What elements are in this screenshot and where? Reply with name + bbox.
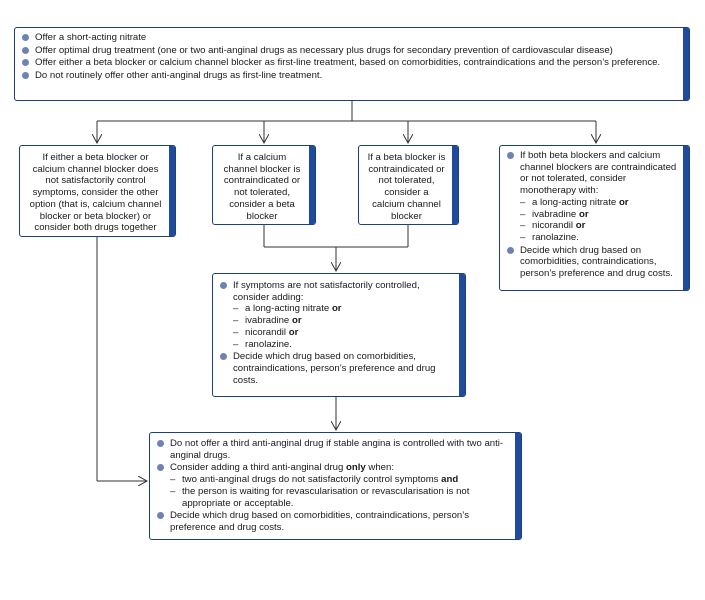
both-contraindicated-intro: If both beta blockers and calcium channe…	[506, 150, 677, 244]
consider-adding-intro: If symptoms are not satisfactorily contr…	[219, 280, 453, 350]
third-drug-box: Do not offer a third anti-anginal drug i…	[149, 432, 522, 540]
bb-contraindicated-text: If a beta blocker is contraindicated or …	[367, 152, 446, 222]
ccb-contraindicated-box: If a calcium channel blocker is contrain…	[212, 145, 316, 225]
third-drug-condition-not-controlled: two anti-anginal drugs do not satisfacto…	[170, 474, 509, 486]
ccb-contraindicated-text: If a calcium channel blocker is contrain…	[223, 152, 301, 222]
option-ivabradine: ivabradine or	[520, 209, 677, 221]
option-ivabradine: ivabradine or	[233, 315, 453, 327]
first-line-item: Offer a short-acting nitrate	[21, 32, 677, 44]
either-not-controlled-box: If either a beta blocker or calcium chan…	[19, 145, 176, 237]
consider-adding-decide: Decide which drug based on comorbidities…	[219, 351, 453, 386]
option-long-acting-nitrate: a long-acting nitrate or	[520, 197, 677, 209]
consider-adding-intro-text: If symptoms are not satisfactorily contr…	[233, 280, 420, 303]
consider-adding-box: If symptoms are not satisfactorily contr…	[212, 273, 466, 397]
both-contraindicated-box: If both beta blockers and calcium channe…	[499, 145, 690, 291]
first-line-treatment-box: Offer a short-acting nitrate Offer optim…	[14, 27, 690, 101]
either-not-controlled-text: If either a beta blocker or calcium chan…	[29, 152, 162, 234]
option-long-acting-nitrate: a long-acting nitrate or	[233, 303, 453, 315]
bb-contraindicated-box: If a beta blocker is contraindicated or …	[358, 145, 459, 225]
option-nicorandil: nicorandil or	[520, 220, 677, 232]
third-drug-item-do-not-offer: Do not offer a third anti-anginal drug i…	[156, 438, 509, 461]
third-drug-item-decide: Decide which drug based on comorbidities…	[156, 510, 509, 533]
both-contraindicated-intro-text: If both beta blockers and calcium channe…	[520, 150, 677, 197]
option-ranolazine: ranolazine.	[520, 232, 677, 244]
third-drug-condition-revascularisation: the person is waiting for revascularisat…	[170, 486, 509, 509]
both-contraindicated-decide: Decide which drug based on comorbidities…	[506, 245, 677, 280]
option-ranolazine: ranolazine.	[233, 339, 453, 351]
third-drug-item-consider: Consider adding a third anti-anginal dru…	[156, 462, 509, 509]
first-line-item: Do not routinely offer other anti-angina…	[21, 70, 677, 82]
option-nicorandil: nicorandil or	[233, 327, 453, 339]
first-line-item: Offer optimal drug treatment (one or two…	[21, 45, 677, 57]
first-line-item: Offer either a beta blocker or calcium c…	[21, 57, 677, 69]
